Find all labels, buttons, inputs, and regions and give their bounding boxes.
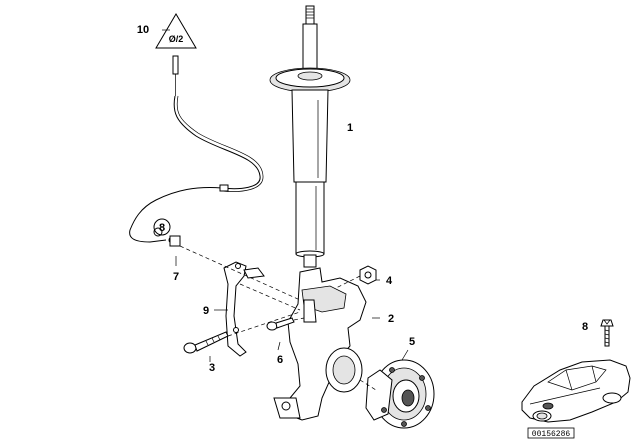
strut-assembly — [269, 5, 351, 268]
warning-symbol-text: Ø/2 — [169, 34, 184, 44]
callout-3: 3 — [209, 362, 215, 374]
callout-8-circled: 8 — [153, 218, 171, 236]
warning-triangle-icon: Ø/2 — [155, 13, 197, 49]
steering-knuckle — [273, 267, 367, 421]
screw-part-6 — [266, 317, 295, 331]
callout-2: 2 — [388, 313, 394, 325]
sensor-bracket — [223, 261, 265, 357]
screw-part-8 — [600, 319, 614, 347]
callout-1: 1 — [347, 122, 353, 134]
callout-5: 5 — [409, 336, 415, 348]
callout-10: 10 — [137, 24, 149, 36]
bolt-part-3 — [183, 331, 229, 354]
callout-8: 8 — [582, 321, 588, 333]
car-locator-icon — [521, 359, 631, 423]
image-code-label: 00156286 — [527, 427, 575, 439]
leader-lines — [162, 29, 409, 362]
callout-9: 9 — [203, 305, 209, 317]
brake-wear-sensor-cable — [129, 55, 264, 247]
nut-part — [359, 265, 377, 285]
svg-text:00156286: 00156286 — [532, 430, 571, 439]
callout-4: 4 — [386, 275, 393, 287]
wheel-hub — [365, 359, 435, 429]
callout-6: 6 — [277, 354, 283, 366]
callout-7: 7 — [173, 271, 179, 283]
svg-text:8: 8 — [159, 222, 165, 234]
assembly-guide-lines — [179, 245, 377, 391]
